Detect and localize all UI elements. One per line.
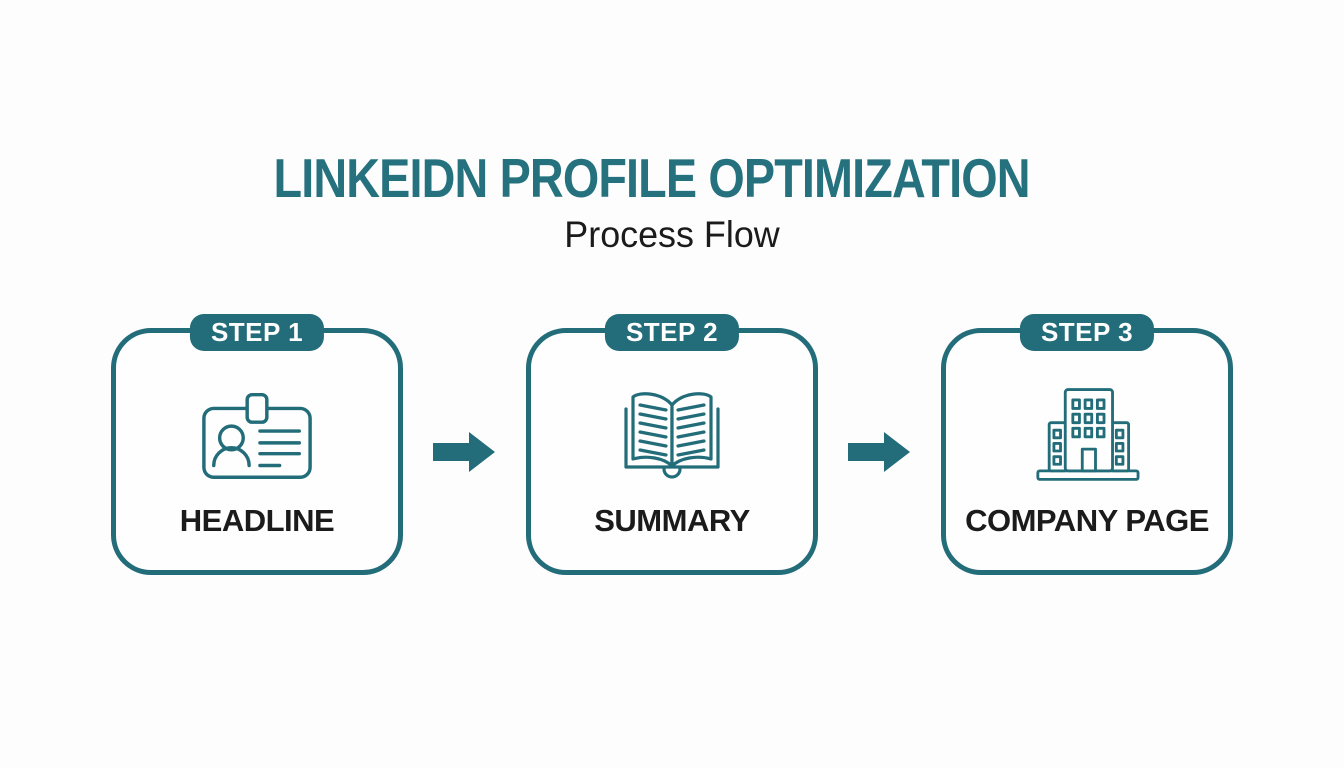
step-box-summary: STEP 2 (526, 314, 818, 575)
page-title: LINKEIDN PROFILE OPTIMIZATION (273, 147, 1030, 209)
open-book-icon (612, 379, 732, 489)
step-badge: STEP 1 (189, 314, 325, 351)
arrow-right-icon (847, 430, 912, 474)
step-label: SUMMARY (594, 503, 750, 538)
flow-connector (818, 430, 941, 474)
step-label: HEADLINE (179, 503, 335, 538)
header: LINKEIDN PROFILE OPTIMIZATION Process Fl… (0, 0, 1344, 256)
flow-connector (403, 430, 526, 474)
page-subtitle: Process Flow (564, 214, 780, 255)
arrow-right-icon (432, 430, 497, 474)
id-card-icon (198, 379, 316, 489)
step-badge: STEP 3 (1019, 314, 1155, 351)
step-badge: STEP 2 (604, 314, 740, 351)
building-icon (1030, 379, 1144, 489)
step-box-company-page: STEP 3 (941, 314, 1233, 575)
step-label: COMPANY PAGE (965, 503, 1209, 538)
step-box-headline: STEP 1 HEADLINE (111, 314, 403, 575)
process-flow: STEP 1 HEADLINE (0, 314, 1344, 575)
